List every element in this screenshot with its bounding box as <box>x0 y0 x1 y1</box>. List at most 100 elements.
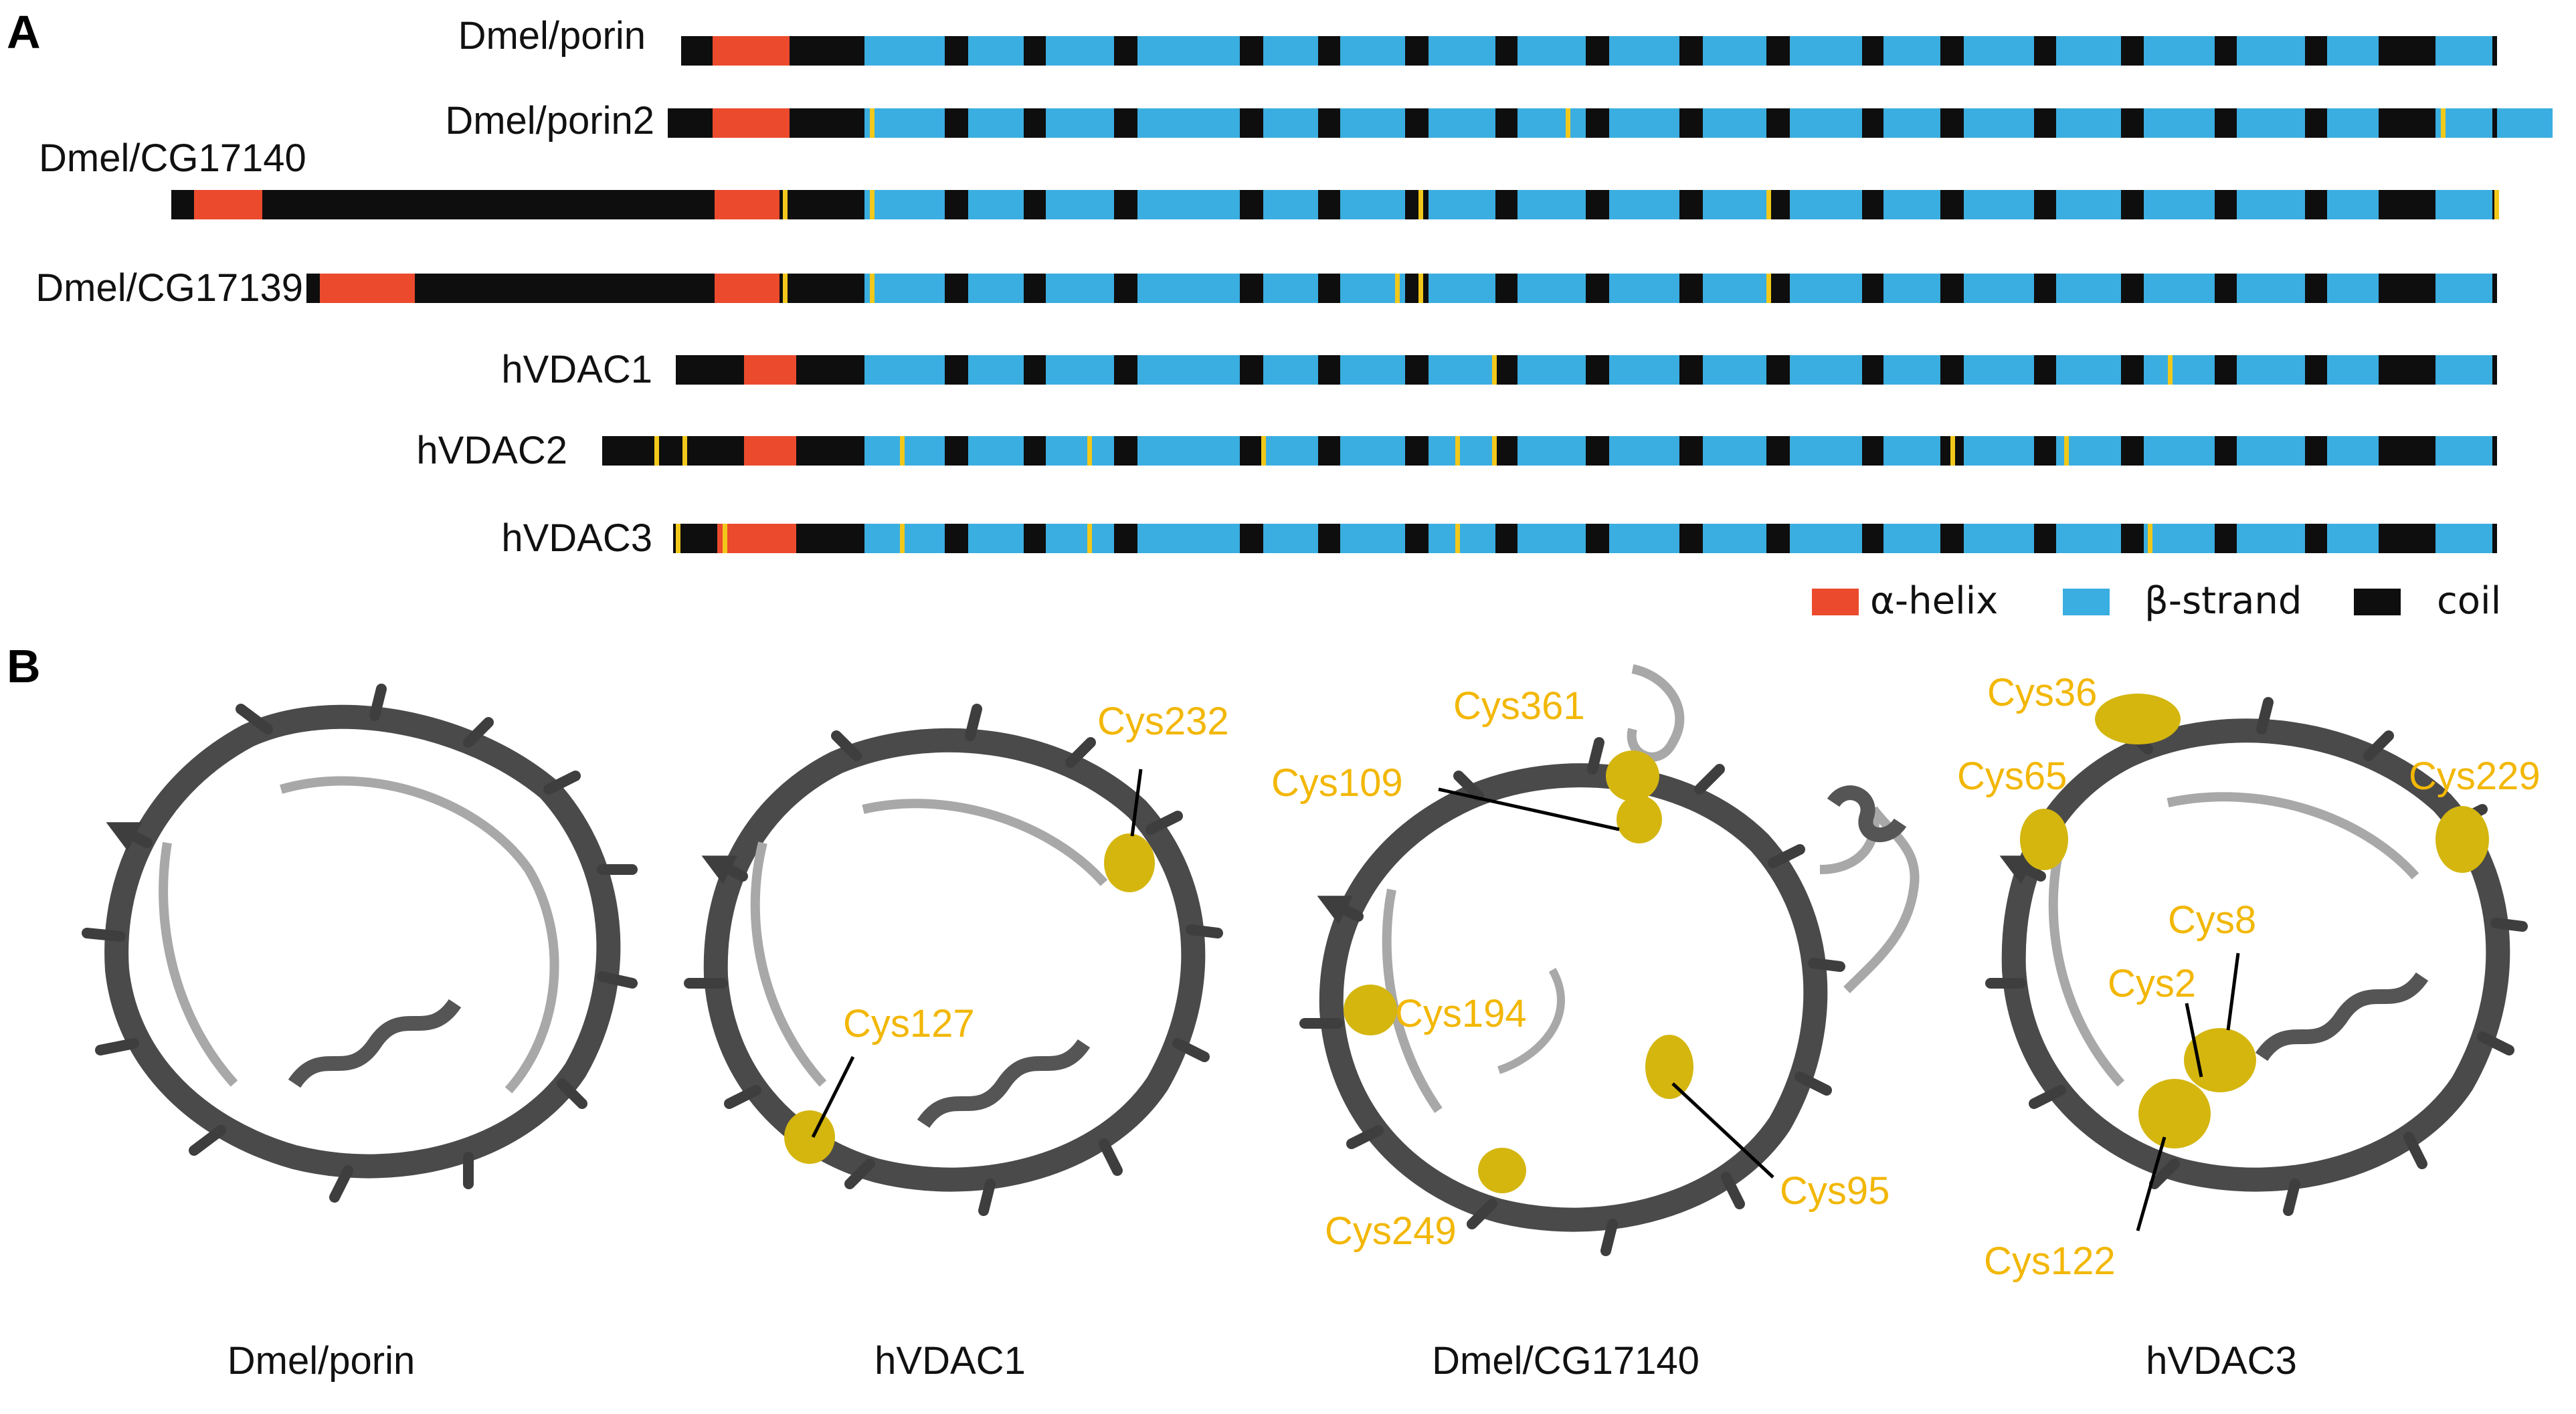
cysteine-tick <box>723 524 727 553</box>
cysteine-tick <box>1261 436 1266 466</box>
strand-segment <box>2237 355 2305 385</box>
cysteine-tick <box>1766 190 1771 219</box>
leader-line-cys232 <box>1130 769 1143 837</box>
strand-segment <box>2435 355 2492 385</box>
coil-segment <box>2215 190 2237 219</box>
coil-segment <box>1405 355 1429 385</box>
cysteine-tick <box>1455 436 1460 466</box>
strand-segment <box>1609 355 1679 385</box>
seq-label-hvdac2: hVDAC2 <box>416 429 567 472</box>
cysteine-tick <box>1455 524 1460 553</box>
strand-segment <box>968 36 1024 66</box>
coil-segment <box>796 355 843 385</box>
strand-segment <box>1263 436 1318 466</box>
coil-segment <box>1318 274 1340 303</box>
strand-segment <box>2144 436 2215 466</box>
coil-segment <box>2379 108 2435 138</box>
beta-barrel-ribbon <box>1299 664 1920 1256</box>
coil-segment <box>1586 108 1609 138</box>
strand-segment <box>1790 36 1862 66</box>
coil-segment <box>306 274 320 303</box>
cysteine-surface-cys127 <box>784 1110 835 1164</box>
coil-segment <box>2492 436 2497 466</box>
strand-segment <box>1340 36 1405 66</box>
helix-segment <box>715 190 779 219</box>
coil-segment <box>1318 524 1340 553</box>
coil-segment <box>1862 524 1883 553</box>
strand-segment <box>1790 524 1862 553</box>
legend-coil-swatch <box>2354 589 2401 615</box>
cysteine-tick <box>1418 190 1423 219</box>
cysteine-surface-cys95 <box>1645 1035 1693 1099</box>
coil-segment <box>1586 436 1609 466</box>
cysteine-tick <box>1395 274 1400 303</box>
strand-segment <box>1429 524 1495 553</box>
cys-label-cys95: Cys95 <box>1780 1169 1890 1213</box>
coil-segment <box>2121 274 2144 303</box>
strand-segment <box>1517 274 1586 303</box>
coil-segment <box>1862 190 1883 219</box>
strand-segment <box>1429 190 1495 219</box>
coil-segment <box>1862 108 1883 138</box>
strand-segment <box>1703 436 1766 466</box>
coil-segment <box>1114 524 1137 553</box>
coil-segment <box>945 274 968 303</box>
leader-line-cys122 <box>2136 1136 2167 1231</box>
cysteine-surface-cys2 <box>2138 1079 2211 1148</box>
strand-segment <box>2144 355 2215 385</box>
seq-label-dmel-cg17140: Dmel/CG17140 <box>39 136 306 180</box>
cys-label-cys194: Cys194 <box>1395 992 1527 1035</box>
cys-label-cys8: Cys8 <box>2168 898 2256 942</box>
coil-segment <box>1679 108 1703 138</box>
strand-segment <box>1964 436 2034 466</box>
strand-segment <box>968 524 1024 553</box>
strand-segment <box>1137 190 1240 219</box>
strand-segment <box>1703 524 1766 553</box>
coil-segment <box>2379 436 2435 466</box>
coil-segment <box>2034 190 2056 219</box>
strand-segment <box>2144 274 2215 303</box>
strand-segment <box>1340 524 1405 553</box>
strand-segment <box>2497 108 2553 138</box>
coil-segment <box>1240 108 1263 138</box>
cysteine-tick <box>1418 274 1423 303</box>
seq-label-dmel-porin2: Dmel/porin2 <box>445 99 654 142</box>
sequence-track-5 <box>602 436 2497 466</box>
strand-segment <box>1703 108 1766 138</box>
legend-coil-label: coil <box>2437 579 2501 623</box>
helix-segment <box>320 274 415 303</box>
sequence-track-6 <box>673 524 2497 553</box>
coil-segment <box>1586 524 1609 553</box>
coil-segment <box>2379 274 2435 303</box>
strand-segment <box>1046 36 1114 66</box>
structure-caption-hvdac3: hVDAC3 <box>2146 1339 2297 1383</box>
coil-segment <box>796 436 843 466</box>
leader-line-cys127 <box>811 1055 855 1138</box>
strand-segment <box>1429 108 1495 138</box>
coil-segment <box>2215 524 2237 553</box>
coil-segment <box>843 190 864 219</box>
coil-segment <box>2215 108 2237 138</box>
coil-segment <box>945 190 968 219</box>
coil-segment <box>2121 436 2144 466</box>
panel-b-letter: B <box>7 640 41 692</box>
strand-segment <box>2327 436 2379 466</box>
strand-segment <box>2327 36 2379 66</box>
strand-segment <box>2237 36 2305 66</box>
strand-segment <box>1609 436 1679 466</box>
coil-segment <box>1114 274 1137 303</box>
cys-label-cys249: Cys249 <box>1325 1209 1457 1253</box>
cysteine-tick <box>900 524 905 553</box>
seq-label-dmel-porin: Dmel/porin <box>458 14 646 58</box>
strand-segment <box>1964 524 2034 553</box>
strand-segment <box>2237 108 2305 138</box>
strand-segment <box>1046 108 1114 138</box>
strand-segment <box>1790 274 1862 303</box>
structure-hvdac1: Cys232 Cys127 hVDAC1 <box>684 700 1229 1383</box>
strand-segment <box>1883 436 1940 466</box>
strand-segment <box>1340 355 1405 385</box>
coil-segment <box>843 274 864 303</box>
cysteine-tick <box>1492 436 1497 466</box>
sequence-track-0 <box>681 36 2497 66</box>
coil-segment <box>1586 190 1609 219</box>
